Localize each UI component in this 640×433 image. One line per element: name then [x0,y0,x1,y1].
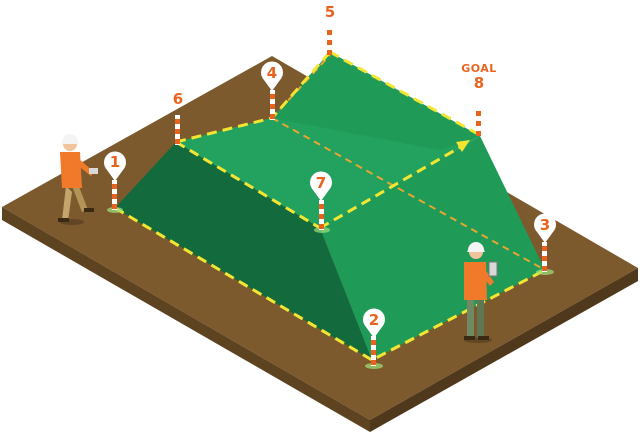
marker-pin-1: 1 [104,151,127,181]
marker-label-5: 5 [325,3,335,21]
ground-side-right [370,268,638,432]
mound-top-back [272,52,480,150]
path-6-7 [175,140,321,230]
path-1-2-3 [114,206,546,362]
goal-number: 8 [474,74,484,92]
earth-mound [115,52,545,360]
pole-5 [327,27,332,55]
pole-goal [476,108,481,136]
ground-side-left [2,207,370,432]
pole-3 [536,242,554,275]
marker-label-1: 1 [110,153,120,171]
survey-poles [107,27,554,369]
marker-label-7: 7 [316,174,326,192]
pole-6 [175,115,180,145]
marker-pin-3: 3 [534,213,557,243]
marker-label-4: 4 [267,64,277,82]
mound-side-front [320,136,545,360]
marker-label-2: 2 [369,311,379,329]
pole-7 [314,200,330,233]
marker-pin-4: 4 [261,61,283,91]
goal-arrow-head [456,140,470,152]
marker-label-3: 3 [540,216,550,234]
path-5-goal [329,50,479,136]
marker-pin-7: 7 [310,171,332,201]
marker-pin-2: 2 [362,308,385,338]
marker-label-6: 6 [173,90,183,108]
worker-right [464,242,498,343]
pole-1 [107,180,123,213]
goal-word: GOAL [461,62,497,75]
path-7-goal [319,143,465,230]
marker-pins: 1 2 3 4 7 5 6 [104,3,557,338]
route-4-3 [271,117,546,271]
pole-2 [365,336,383,369]
mound-side-left [115,142,372,360]
goal-label: GOAL 8 [461,62,497,92]
pole-4 [270,90,275,120]
worker-left [58,134,98,225]
